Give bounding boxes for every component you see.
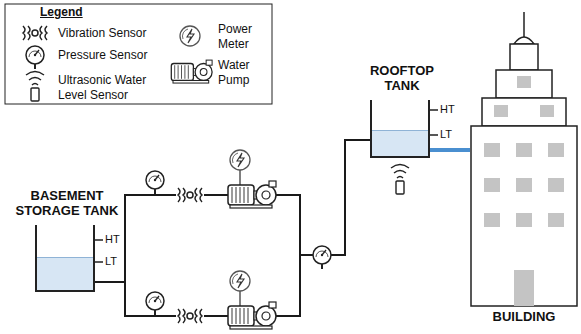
legend-icons xyxy=(23,26,212,101)
legend-text: Water Pump xyxy=(218,58,250,87)
building-outline xyxy=(471,12,577,306)
legend-entry: Water Pump xyxy=(218,58,268,88)
legend-title: Legend xyxy=(40,6,83,20)
legend-text: Pressure Sensor xyxy=(58,48,147,62)
window xyxy=(516,143,532,157)
window xyxy=(494,105,508,117)
ultrasonic-sensor xyxy=(391,165,409,195)
water-pump xyxy=(228,302,276,329)
window xyxy=(517,76,531,88)
vibration-sensor xyxy=(176,307,204,325)
vibration-sensor xyxy=(176,186,204,204)
power-meter xyxy=(230,150,250,306)
window xyxy=(484,143,500,157)
legend-entry: Power Meter xyxy=(218,22,268,52)
legend-text: Ultrasonic Water Level Sensor xyxy=(58,73,146,102)
building-wall xyxy=(482,98,566,126)
legend-icons xyxy=(23,26,47,40)
legend-icons xyxy=(180,26,200,46)
level-label: LT xyxy=(105,255,117,268)
vibration-sensor xyxy=(176,186,204,325)
legend-icons xyxy=(26,72,44,102)
legend-box xyxy=(5,4,272,104)
node-heading: ROOFTOP TANK xyxy=(357,64,447,94)
window xyxy=(484,213,500,227)
level-label: LT xyxy=(440,128,452,141)
window xyxy=(516,213,532,227)
building: BUILDING xyxy=(470,8,578,330)
legend-text: Power Meter xyxy=(218,22,252,51)
water-pump xyxy=(228,181,276,329)
pressure-sensor xyxy=(146,292,164,315)
water-pump xyxy=(228,181,276,208)
legend-entry: Vibration Sensor xyxy=(58,26,170,41)
node-heading: BASEMENT STORAGE TANK xyxy=(12,189,122,219)
level-mark xyxy=(95,110,438,262)
building-wall xyxy=(496,70,552,98)
window xyxy=(540,105,554,117)
ultrasonic-sensor xyxy=(391,165,409,195)
window xyxy=(484,178,500,192)
vibration-sensor xyxy=(178,188,202,202)
storage-tank: BASEMENT STORAGE TANK xyxy=(35,225,95,292)
vibration-sensor xyxy=(178,309,202,323)
water xyxy=(37,257,93,291)
level-label: HT xyxy=(105,233,120,246)
window xyxy=(516,178,532,192)
level-mark xyxy=(95,110,438,262)
pressure-sensor xyxy=(146,171,331,315)
building-wall xyxy=(471,126,577,306)
pipe-connector xyxy=(95,140,370,282)
pressure-sensor xyxy=(313,246,331,269)
legend-text: Vibration Sensor xyxy=(58,26,147,40)
dome xyxy=(514,37,534,44)
node-heading: BUILDING xyxy=(470,310,578,325)
legend-icons xyxy=(171,60,212,83)
building-outline xyxy=(470,8,578,330)
building-wall xyxy=(510,44,538,70)
pipe-connector xyxy=(430,148,470,152)
window xyxy=(548,178,564,192)
power-meter xyxy=(230,150,250,170)
legend-box xyxy=(5,4,272,104)
rooftop-tank: ROOFTOP TANK xyxy=(370,100,430,158)
window xyxy=(548,213,564,227)
legend-icons xyxy=(26,46,44,69)
window xyxy=(514,270,534,306)
window xyxy=(548,143,564,157)
water xyxy=(372,130,428,156)
power-meter xyxy=(230,271,250,291)
level-label: HT xyxy=(440,103,455,116)
legend-entry: Ultrasonic Water Level Sensor xyxy=(58,73,170,103)
pressure-sensor xyxy=(146,171,164,194)
legend-entry: Pressure Sensor xyxy=(58,48,170,63)
